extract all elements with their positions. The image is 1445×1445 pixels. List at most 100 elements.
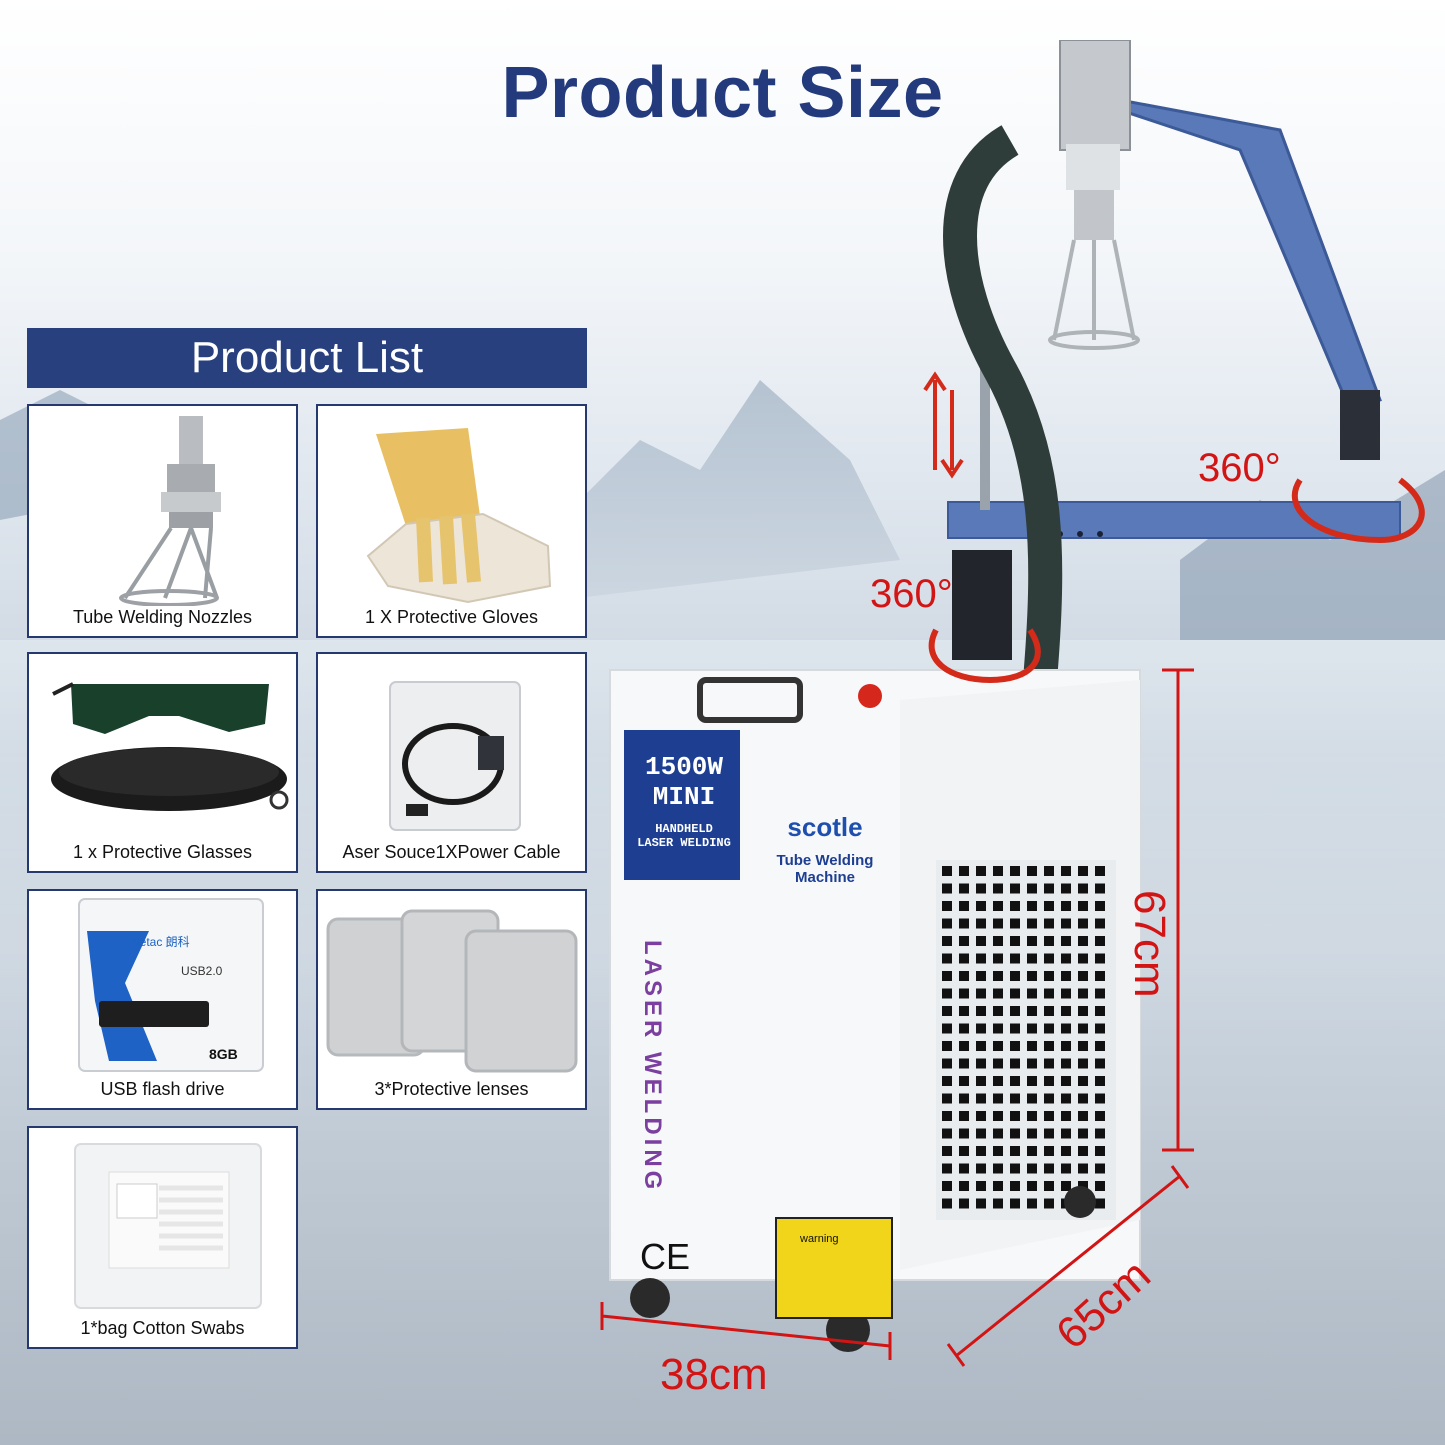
swing-arm (943, 40, 1401, 682)
nozzle-icon (119, 416, 221, 606)
vent-hole (1061, 1076, 1071, 1086)
vent-hole (942, 866, 952, 876)
vent-hole (1010, 936, 1020, 946)
vent-hole (1044, 1076, 1054, 1086)
vent-hole (1095, 1111, 1105, 1121)
vent-hole (942, 1023, 952, 1034)
usb-standard: USB2.0 (181, 964, 223, 978)
list-item-cotton-swabs: 1*bag Cotton Swabs (27, 1126, 298, 1349)
vent-hole (942, 1058, 952, 1069)
vent-hole (1027, 1111, 1037, 1121)
vent-hole (959, 918, 969, 929)
vent-hole (942, 953, 952, 964)
wheel (630, 1278, 670, 1318)
vent-hole (1095, 1181, 1105, 1191)
vent-hole (976, 1128, 986, 1139)
badge-power: 1500W (644, 752, 723, 782)
vent-hole (1027, 1006, 1037, 1016)
vent-hole (993, 866, 1003, 876)
vent-hole (942, 918, 952, 929)
usb-brand: Netac 朗科 (131, 935, 190, 949)
vent-hole (1078, 1181, 1088, 1191)
width-dimension-line (600, 1302, 892, 1360)
vent-hole (1010, 1181, 1020, 1191)
vent-hole (976, 953, 986, 964)
vent-hole (1044, 901, 1054, 911)
vent-hole (1061, 1041, 1071, 1051)
vent-hole (1044, 953, 1054, 964)
warning-text: warning (800, 1233, 839, 1245)
vent-hole (942, 988, 952, 999)
vent-hole (993, 1198, 1003, 1209)
vent-hole (1044, 1198, 1054, 1209)
brand-logo: scotle (787, 812, 863, 842)
vent-hole (1078, 1076, 1088, 1086)
vent-hole (1027, 866, 1037, 876)
vent-hole (959, 936, 969, 946)
vent-hole (1078, 1163, 1088, 1174)
height-dimension-label: 67cm (1125, 890, 1174, 998)
vent-hole (976, 971, 986, 981)
vent-hole (993, 953, 1003, 964)
vent-hole (1010, 1058, 1020, 1069)
vent-hole (1044, 1006, 1054, 1016)
vent-hole (993, 1076, 1003, 1086)
vent-hole (993, 883, 1003, 894)
vent-hole (993, 988, 1003, 999)
vent-hole (1027, 1163, 1037, 1174)
vent-hole (1095, 971, 1105, 981)
badge-model: MINI (652, 782, 716, 812)
item-label: 3*Protective lenses (374, 1079, 529, 1099)
item-label: 1*bag Cotton Swabs (80, 1318, 245, 1338)
vent-hole (1078, 1058, 1088, 1069)
vent-hole (1061, 988, 1071, 999)
vent-hole (1078, 936, 1088, 946)
vent-hole (1078, 883, 1088, 894)
vent-hole (942, 1006, 952, 1016)
vent-hole (942, 1111, 952, 1121)
vent-hole (1027, 953, 1037, 964)
vent-hole (976, 1111, 986, 1121)
vent-hole (993, 971, 1003, 981)
vent-hole (993, 936, 1003, 946)
vent-hole (959, 901, 969, 911)
list-item-usb: Netac 朗科 USB2.0 8GB USB flash drive (27, 889, 298, 1110)
vent-hole (1027, 918, 1037, 929)
vent-hole (993, 1023, 1003, 1034)
vent-hole (959, 1041, 969, 1051)
vent-hole (976, 1058, 986, 1069)
width-dimension-label: 38cm (660, 1350, 768, 1399)
welding-machine-illustration (600, 40, 1425, 1367)
vent-hole (959, 953, 969, 964)
vent-hole (1044, 918, 1054, 929)
vent-hole (1061, 1181, 1071, 1191)
up-down-arrow (923, 371, 964, 479)
vent-hole (1078, 988, 1088, 999)
vent-hole (1010, 1163, 1020, 1174)
vent-hole (1010, 1006, 1020, 1016)
vent-hole (1044, 1146, 1054, 1156)
vent-hole (976, 918, 986, 929)
item-label: Tube Welding Nozzles (72, 607, 253, 627)
vent-hole (1027, 901, 1037, 911)
vent-hole (1010, 1111, 1020, 1121)
vent-hole (993, 1058, 1003, 1069)
vent-hole (1095, 1163, 1105, 1174)
vent-hole (1010, 918, 1020, 929)
vent-hole (1027, 988, 1037, 999)
vent-hole (1095, 1146, 1105, 1156)
item-label: Aser Souce1XPower Cable (342, 842, 561, 862)
vent-hole (1027, 1146, 1037, 1156)
vent-hole (959, 1181, 969, 1191)
vent-hole (1044, 936, 1054, 946)
vent-hole (1061, 971, 1071, 981)
ce-mark: CE (640, 1236, 691, 1277)
vent-hole (976, 883, 986, 894)
vent-hole (1061, 883, 1071, 894)
vent-hole (942, 1146, 952, 1156)
vent-hole (1078, 901, 1088, 911)
vent-hole (942, 1181, 952, 1191)
vent-hole (1044, 883, 1054, 894)
vent-hole (942, 1198, 952, 1209)
